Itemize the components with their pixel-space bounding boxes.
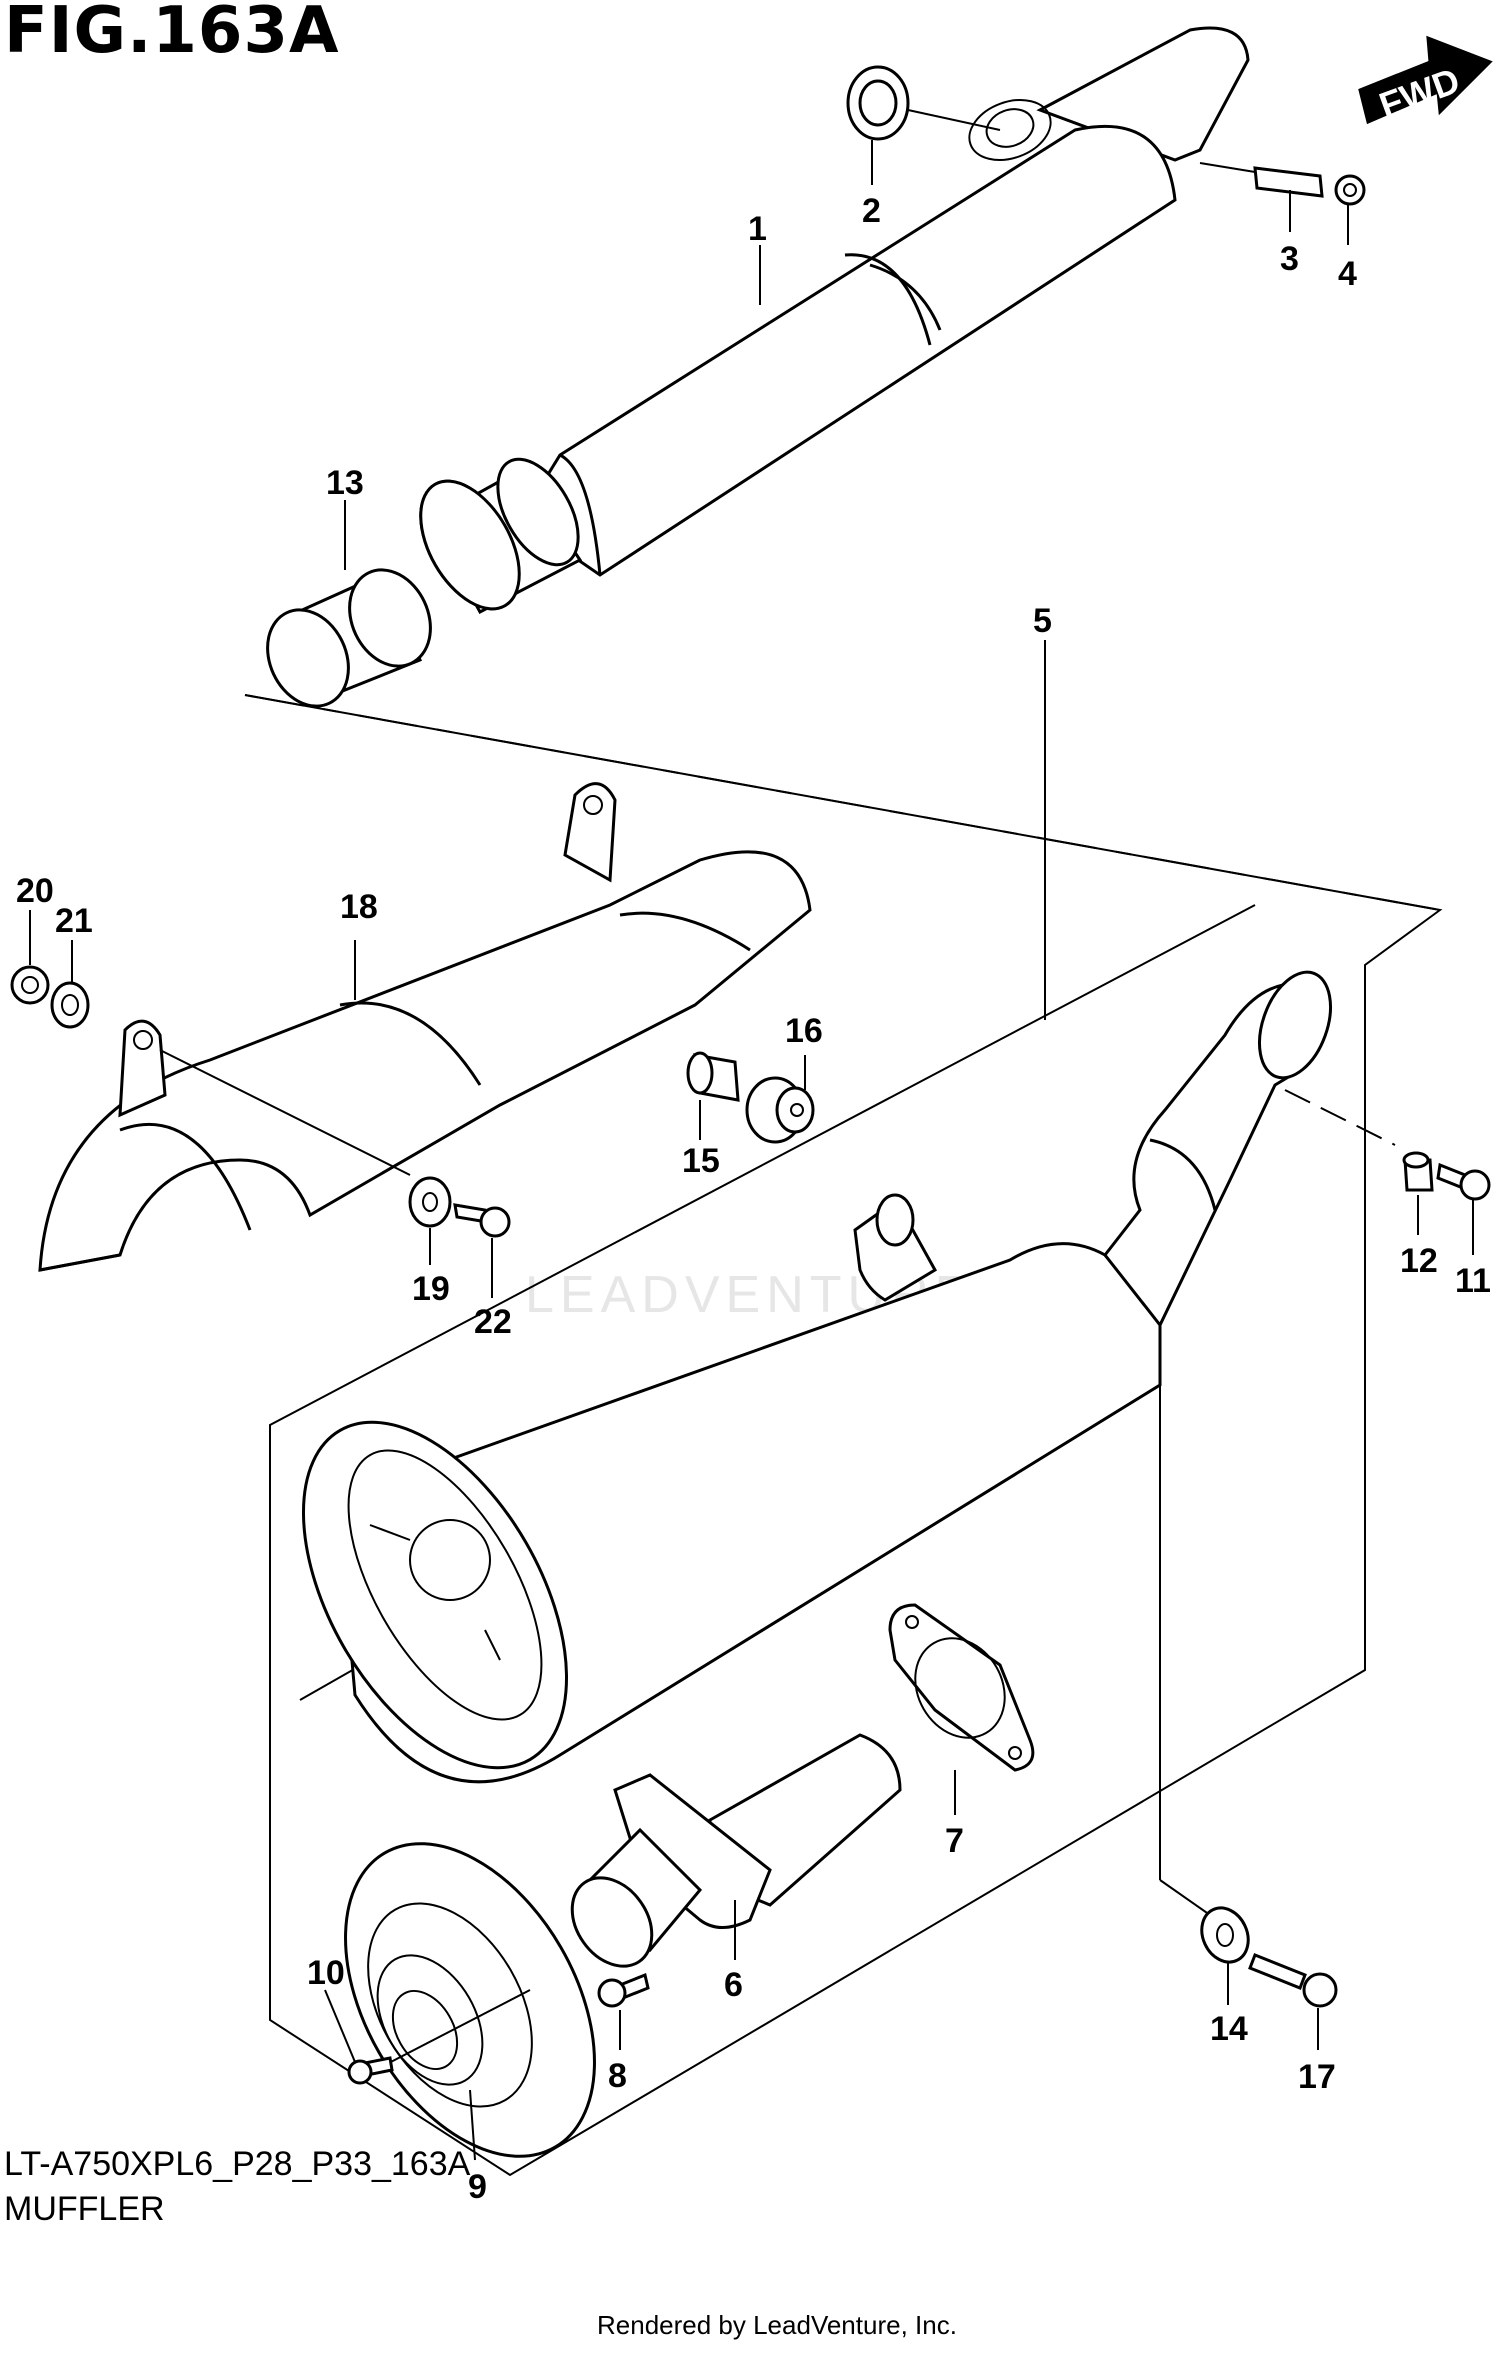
callout-14: 14 [1210,2010,1248,2048]
callout-1: 1 [748,210,767,248]
callout-7: 7 [945,1822,964,1860]
part-13-pipe-joint [266,500,432,708]
callout-16: 16 [785,1012,823,1050]
part-18-heat-shield [38,782,812,1272]
part-14-washer [1200,1906,1250,2005]
callout-labels: 1 2 3 4 5 6 7 8 9 10 11 12 13 14 15 16 1… [16,192,1491,2206]
part-3-stud-bolt [1199,162,1324,232]
callout-20: 20 [16,872,54,910]
part-1-front-pipe [419,26,1250,615]
callout-15: 15 [682,1142,720,1180]
part-15-collar [686,1051,740,1140]
figure-title: FIG.163A [4,0,340,68]
part-20-washer [10,910,50,1005]
part-21-grommet [50,940,90,1029]
part-2-gasket [846,65,1001,185]
part-16-rubber-mount [745,1055,815,1144]
section-name: MUFFLER [4,2190,165,2228]
part-10-screw [324,1989,394,2085]
part-17-bolt [1248,1953,1338,2050]
callout-6: 6 [724,1966,743,2004]
callout-13: 13 [326,464,364,502]
callout-22: 22 [474,1303,512,1341]
part-4-nut [1334,174,1366,245]
callout-2: 2 [862,192,881,230]
part-7-gasket [888,1603,1035,1815]
part-11-bolt [1436,1162,1491,1255]
part-22-bolt [453,1203,511,1298]
callout-17: 17 [1298,2058,1336,2096]
rendered-by-credit: Rendered by LeadVenture, Inc. [597,2310,957,2340]
part-5-muffler [301,640,1396,1784]
part-9-end-cap [344,1842,596,2161]
callout-19: 19 [412,1270,450,1308]
part-6-spark-arrester [570,1733,902,1968]
callout-8: 8 [608,2057,627,2095]
callout-18: 18 [340,888,378,926]
callout-5: 5 [1033,602,1052,640]
callout-4: 4 [1338,255,1357,293]
callout-11: 11 [1455,1262,1491,1300]
callout-12: 12 [1400,1242,1438,1280]
fwd-arrow-icon: FWD [1358,35,1493,126]
callout-10: 10 [307,1954,345,1992]
callout-9: 9 [468,2168,487,2206]
callout-3: 3 [1280,240,1299,278]
part-19-washer [408,1176,452,1265]
part-8-bolt [597,1972,650,2050]
part-12-collar [1402,1151,1434,1235]
callout-21: 21 [55,902,93,940]
model-code: LT-A750XPL6_P28_P33_163A [4,2145,471,2183]
